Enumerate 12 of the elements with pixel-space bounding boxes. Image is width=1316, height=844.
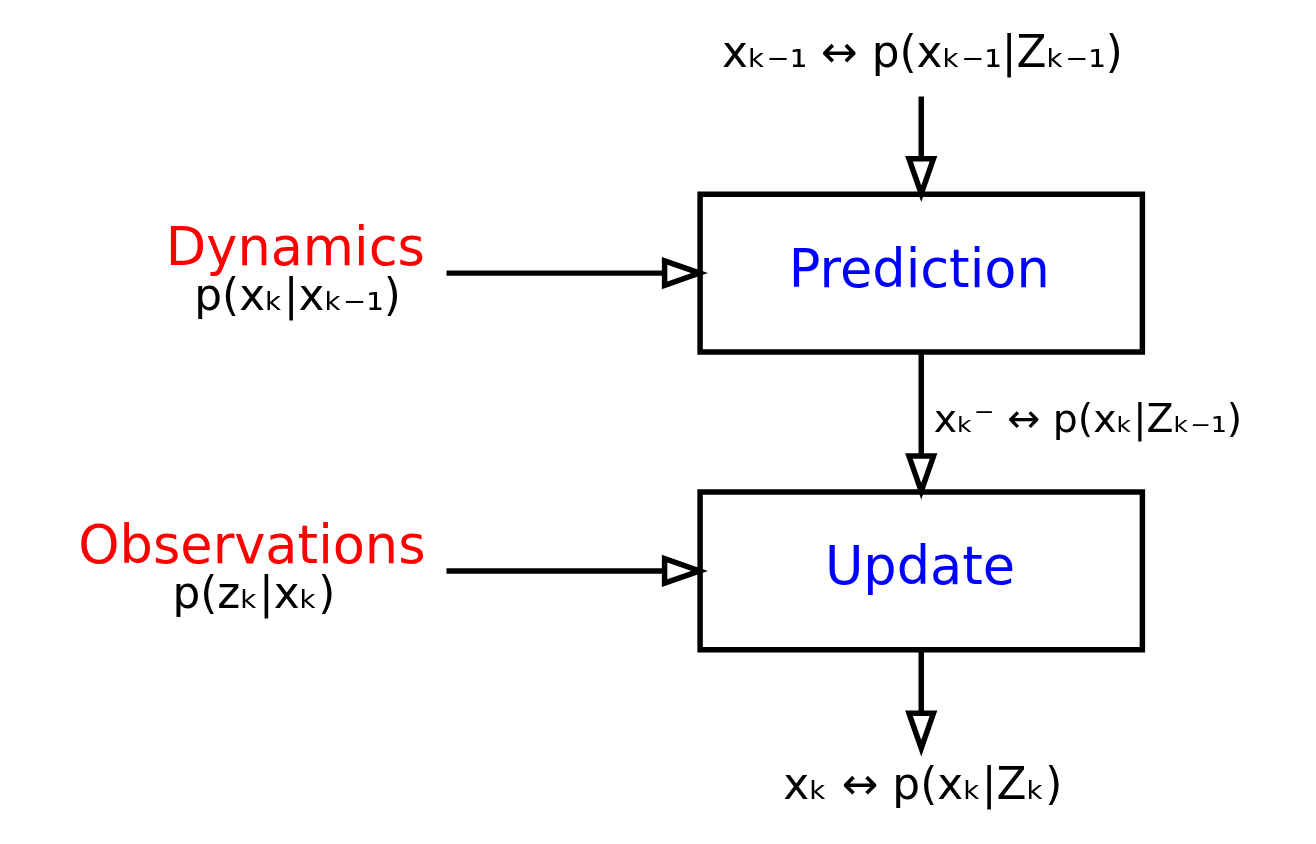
node-text: Dynamics p(xₖ|xₖ₋₁) bbox=[165, 215, 425, 321]
edge-label: xₖ⁻ ↔ p(xₖ|Zₖ₋₁) bbox=[933, 394, 1242, 441]
node-box: Update bbox=[696, 489, 1145, 653]
node-box: Prediction bbox=[696, 191, 1145, 355]
node-text: Observations p(zₖ|xₖ) bbox=[77, 513, 426, 619]
arrow bbox=[904, 96, 937, 202]
arrow bbox=[904, 649, 937, 757]
node-text: xₖ ↔ p(xₖ|Zₖ) bbox=[782, 757, 1062, 809]
arrow bbox=[445, 554, 708, 587]
node-text: xₖ₋₁ ↔ p(xₖ₋₁|Zₖ₋₁) bbox=[721, 26, 1123, 78]
arrow bbox=[904, 352, 937, 500]
arrow bbox=[446, 257, 708, 290]
